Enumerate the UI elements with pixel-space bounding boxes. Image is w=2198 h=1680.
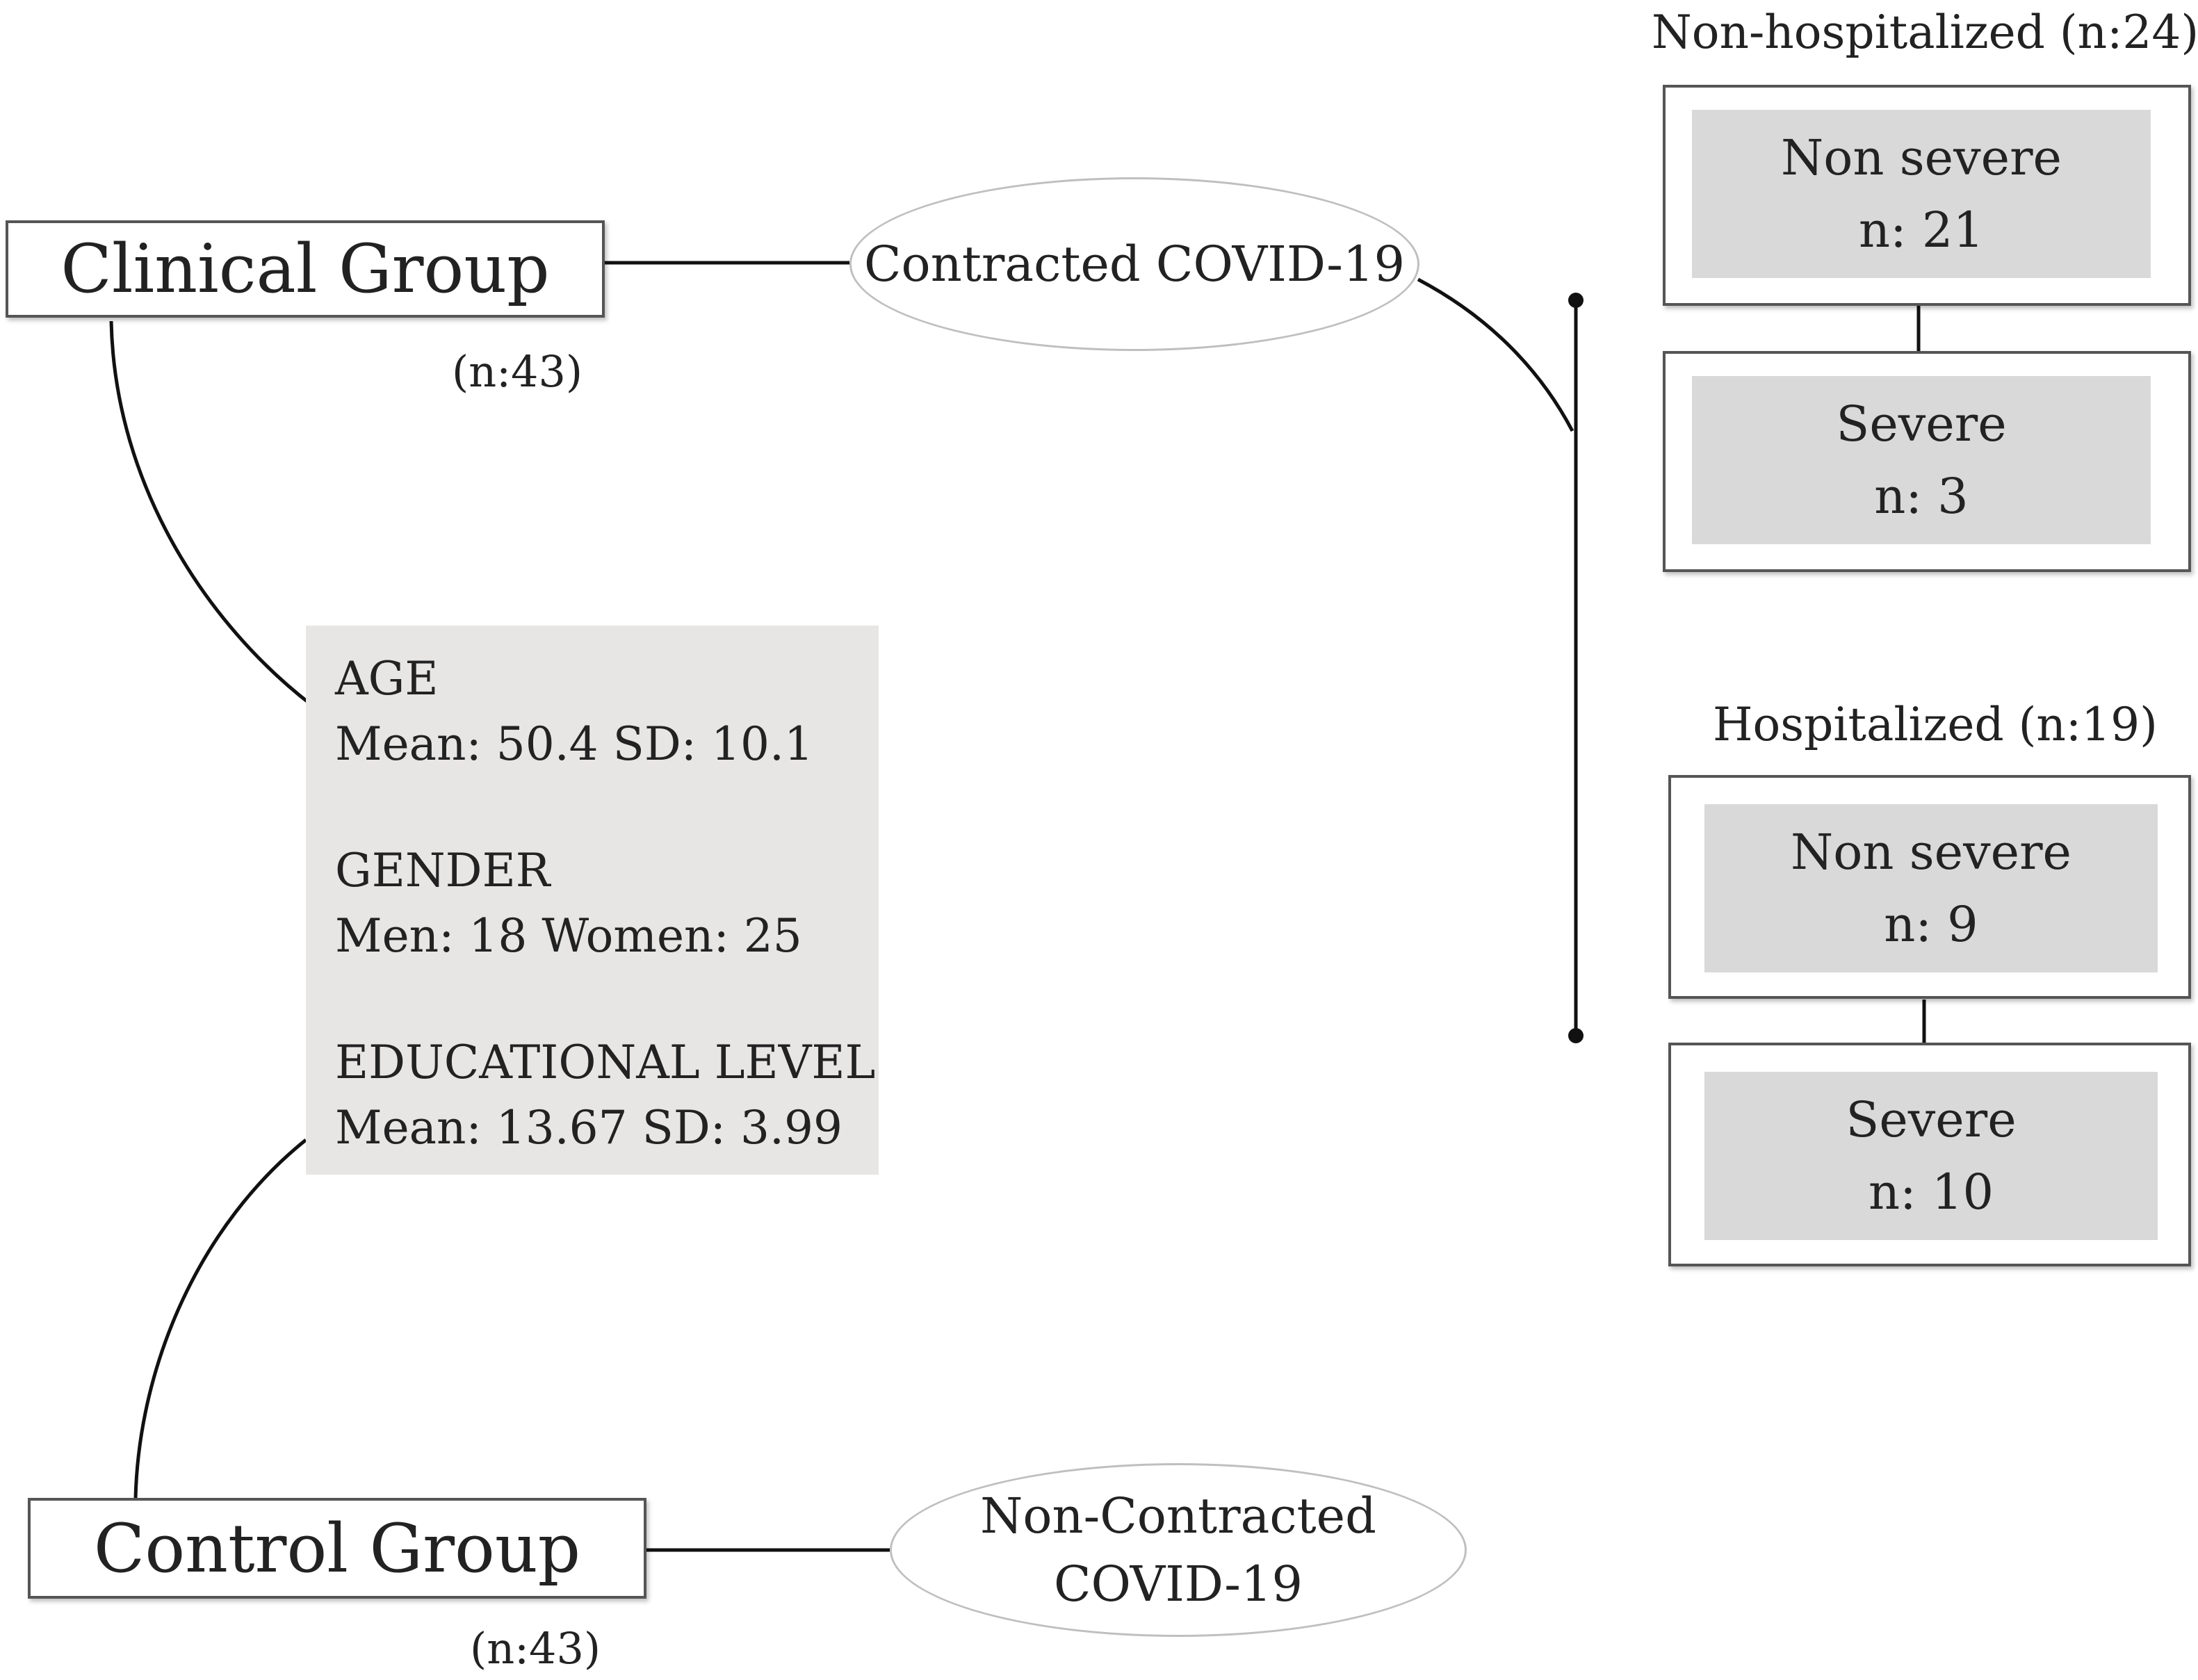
contracted-covid-label: Contracted COVID-19	[864, 236, 1405, 293]
non-contracted-covid-ellipse: Non-Contracted COVID-19	[890, 1463, 1467, 1637]
bracket-top-dot	[1568, 293, 1584, 308]
clinical-group-box: Clinical Group	[6, 220, 605, 318]
hospitalized-severe-box: Severe n: 10	[1668, 1043, 2191, 1266]
education-title: EDUCATIONAL LEVEL	[335, 1036, 876, 1089]
hospitalized-non-severe-panel: Non severe n: 9	[1704, 804, 2158, 972]
non-hospitalized-title: Non-hospitalized (n:24)	[1652, 6, 2198, 59]
demographics-panel: AGE Mean: 50.4 SD: 10.1 GENDER Men: 18 W…	[306, 626, 879, 1175]
gender-title: GENDER	[335, 844, 551, 897]
age-title: AGE	[335, 652, 439, 706]
hospitalized-severe-label: Severe	[1846, 1091, 2017, 1148]
clinical-group-count: (n:43)	[452, 346, 583, 397]
hospitalized-severe-count: n: 10	[1869, 1164, 1994, 1221]
education-value: Mean: 13.67 SD: 3.99	[335, 1101, 842, 1155]
non-contracted-line2: COVID-19	[1053, 1556, 1303, 1613]
clinical-group-label: Clinical Group	[60, 230, 550, 308]
non-hospitalized-severe-label: Severe	[1836, 395, 2007, 452]
hospitalized-severe-panel: Severe n: 10	[1704, 1072, 2158, 1240]
control-group-label: Control Group	[93, 1509, 581, 1588]
control-group-count: (n:43)	[470, 1623, 601, 1674]
age-value: Mean: 50.4 SD: 10.1	[335, 717, 813, 771]
non-hospitalized-non-severe-count: n: 21	[1859, 202, 1984, 259]
hospitalized-non-severe-label: Non severe	[1791, 824, 2071, 881]
stats-to-control-curve	[133, 1139, 307, 1499]
bracket-bottom-dot	[1568, 1028, 1584, 1043]
non-hospitalized-severe-box: Severe n: 3	[1663, 351, 2191, 572]
non-hospitalized-severe-panel: Severe n: 3	[1692, 376, 2151, 544]
hospitalized-non-severe-count: n: 9	[1884, 896, 1978, 953]
contracted-covid-ellipse: Contracted COVID-19	[849, 177, 1419, 351]
non-hospitalized-non-severe-box: Non severe n: 21	[1663, 85, 2191, 306]
hospitalized-non-severe-box: Non severe n: 9	[1668, 775, 2191, 999]
non-contracted-line1: Non-Contracted	[980, 1487, 1376, 1544]
non-hospitalized-non-severe-label: Non severe	[1781, 129, 2062, 186]
contracted-to-bracket-curve	[1417, 277, 1574, 432]
gender-value: Men: 18 Women: 25	[335, 909, 802, 963]
non-hospitalized-severe-count: n: 3	[1874, 468, 1969, 525]
control-group-box: Control Group	[28, 1498, 646, 1599]
clinical-to-stats-curve	[109, 320, 313, 706]
hospitalized-title: Hospitalized (n:19)	[1713, 698, 2158, 751]
non-hospitalized-non-severe-panel: Non severe n: 21	[1692, 110, 2151, 278]
